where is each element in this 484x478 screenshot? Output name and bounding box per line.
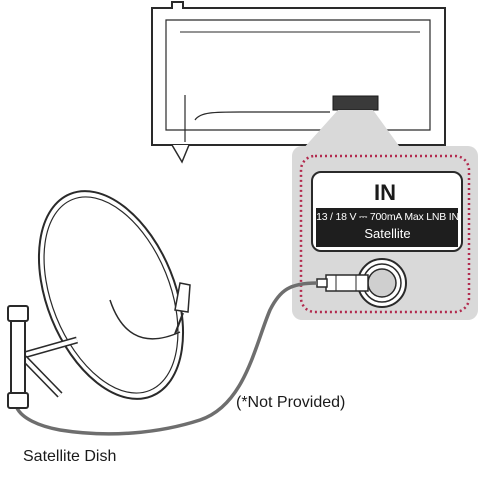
coax-cable: [15, 281, 318, 436]
callout-wedge: [302, 110, 402, 150]
dotted-border: [299, 154, 471, 314]
port-name: Satellite: [364, 226, 411, 241]
port-title: IN: [374, 180, 396, 205]
not-provided-caption: (*Not Provided): [236, 394, 346, 411]
port-spec-text: 13 / 18 V ⎓ 700mA Max LNB IN: [316, 211, 459, 223]
satellite-dish-icon: [7, 190, 191, 409]
tv-back: [151, 1, 446, 164]
port-zoom-panel: [292, 146, 478, 320]
tv-satellite-port: [332, 95, 379, 111]
f-connector-icon: [316, 258, 407, 308]
satellite-dish-caption: Satellite Dish: [23, 448, 117, 465]
port-label-bar: [316, 208, 458, 247]
